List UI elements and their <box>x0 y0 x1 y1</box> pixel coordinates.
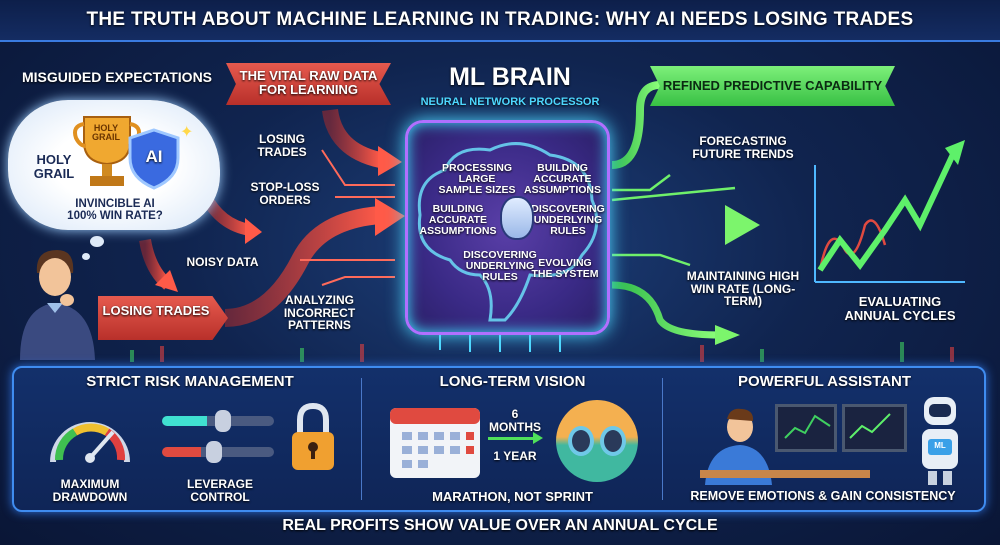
brain-process: Discovering Underlying Rules <box>463 249 537 284</box>
monitor-chart <box>842 404 907 452</box>
monitor-chart <box>775 404 837 452</box>
period-6-months: 6 Months <box>489 407 541 434</box>
period-1-year: 1 Year <box>493 449 537 463</box>
trophy-icon <box>73 116 141 186</box>
thinking-man-illustration <box>20 250 95 360</box>
gauge-icon <box>50 422 130 463</box>
assistant-caption: Remove Emotions & Gain Consistency <box>690 489 956 503</box>
divider <box>361 378 362 500</box>
input-label: Stop-Loss Orders <box>250 180 320 207</box>
brain-process: Building Accurate Assumptions <box>523 162 601 197</box>
output-label: Maintaining High Win Rate (Long-Term) <box>686 269 800 309</box>
thought-bubble <box>90 236 104 247</box>
arrow-head <box>533 432 543 444</box>
ml-brain-title: ML Brain <box>449 63 571 91</box>
divider <box>662 378 663 500</box>
trophy-label: Holy Grail <box>92 123 120 143</box>
binoculars-icon <box>556 400 638 482</box>
candlestick-strip <box>130 342 954 362</box>
ml-brain-subtitle: Neural Network Processor <box>420 96 600 108</box>
input-label: Analyzing Incorrect Patterns <box>283 293 356 333</box>
brain-process: Building Accurate Assumptions <box>419 203 497 238</box>
footer-tagline: Real Profits Show Value Over an Annual C… <box>282 517 718 534</box>
brain-icon <box>417 142 599 322</box>
invincible-ai-caption: Invincible AI 100% Win Rate? <box>67 198 163 223</box>
refined-capability-banner: Refined Predictive Capability <box>650 66 895 106</box>
arrow-head <box>378 146 402 176</box>
output-label: Forecasting Future Trends <box>692 134 794 161</box>
leverage-control-label: Leverage Control <box>186 477 253 504</box>
brain-process: Processing Large Sample Sizes <box>438 162 516 197</box>
output-label: Evaluating Annual Cycles <box>844 294 956 323</box>
brain-process: Discovering Underlying Rules <box>531 203 605 238</box>
raw-data-banner: The Vital Raw Data For Learning <box>226 63 391 105</box>
calendar-icon <box>390 408 480 478</box>
max-drawdown-label: Maximum Drawdown <box>52 477 128 504</box>
thought-bubble <box>82 253 90 260</box>
ai-shield-icon <box>128 128 180 190</box>
marathon-caption: Marathon, Not Sprint <box>432 489 593 504</box>
trading-charts <box>784 413 891 439</box>
input-label: Noisy Data <box>186 255 259 269</box>
ai-face-icon <box>500 196 534 240</box>
padlock-icon <box>292 402 334 470</box>
arrow-right-icon <box>488 437 536 440</box>
misguided-expectations-heading: Misguided Expectations <box>21 69 213 85</box>
risk-management-title: Strict Risk Management <box>86 373 294 390</box>
growth-chart <box>814 140 965 283</box>
slider-handle[interactable] <box>206 441 222 463</box>
sparkle-icon: ✦ <box>180 124 194 141</box>
arrow-head <box>725 205 760 245</box>
brain-process: Evolving the System <box>531 257 599 281</box>
robot-badge: ML <box>934 441 946 450</box>
input-label: Losing Trades <box>257 132 307 159</box>
page-title: The Truth About Machine Learning in Trad… <box>0 0 1000 42</box>
holy-grail-label: Holy Grail <box>33 152 75 181</box>
ai-shield-label: AI <box>145 147 163 166</box>
powerful-assistant-title: Powerful Assistant <box>737 373 912 390</box>
long-term-vision-title: Long-Term Vision <box>439 373 586 390</box>
desk <box>700 470 870 478</box>
robot-icon <box>922 397 958 485</box>
losing-trades-banner: Losing Trades <box>98 296 228 340</box>
slider-handle[interactable] <box>215 410 231 432</box>
